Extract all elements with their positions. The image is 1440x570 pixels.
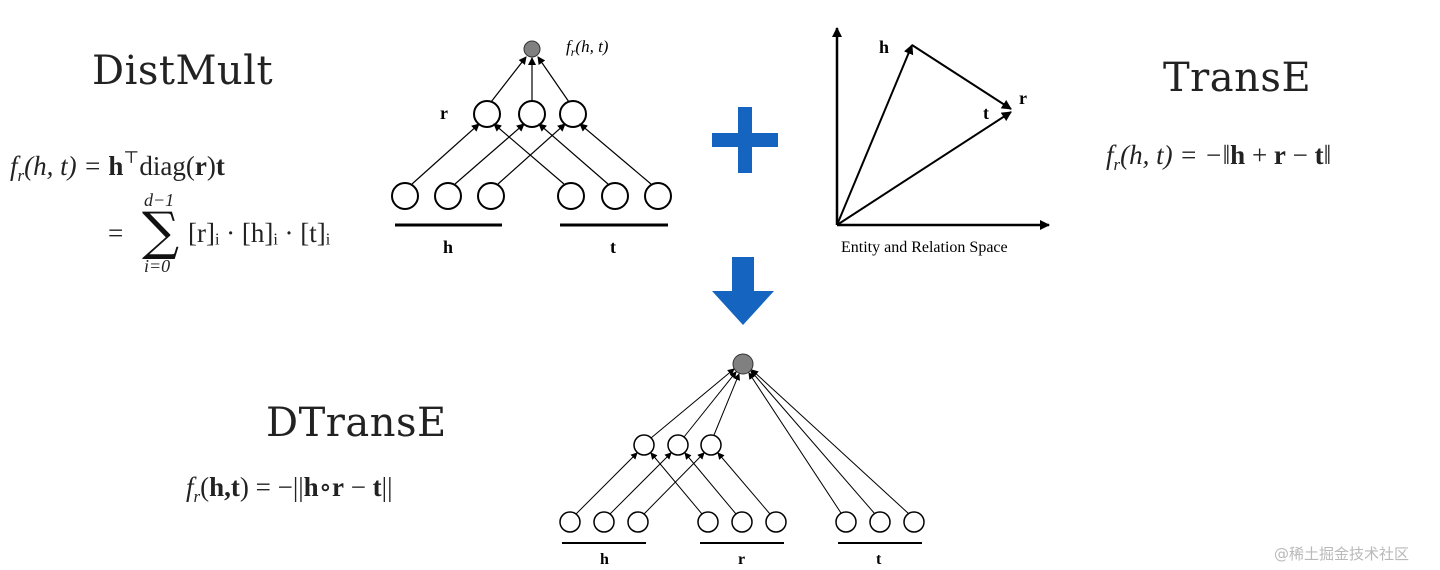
dtranse-network: h r t xyxy=(559,353,925,568)
t-input-node xyxy=(557,182,585,210)
sum-symbol: ∑ xyxy=(142,202,180,262)
formula-t: t xyxy=(215,151,225,181)
vector-h-label: h xyxy=(879,37,889,57)
watermark: @稀土掘金技术社区 xyxy=(1274,545,1410,563)
dtranse-r-node xyxy=(697,511,719,533)
r-label: r xyxy=(440,103,448,123)
h-input-node xyxy=(477,182,505,210)
output-label: fr(h, t) xyxy=(566,37,609,59)
dtranse-h-label: h xyxy=(600,551,609,568)
formula-args: (h, t) = xyxy=(24,151,102,181)
formula-f: f xyxy=(10,151,18,181)
dtranse-output-node xyxy=(732,353,754,375)
dtranse-hidden-node xyxy=(700,434,722,456)
dtranse-t-node xyxy=(869,511,891,533)
dtranse-hidden-node xyxy=(667,434,689,456)
t-label: t xyxy=(610,237,616,257)
formula-diag: diag( xyxy=(139,151,195,181)
dtranse-h-node xyxy=(627,511,649,533)
vector-t-label: t xyxy=(983,103,989,123)
formula-equals: = xyxy=(108,218,124,248)
distmult-title: DistMult xyxy=(92,48,274,94)
down-arrow-icon xyxy=(712,257,774,325)
dtranse-hidden-node xyxy=(633,434,655,456)
transe-formula: fr(h, t) = −‖h + r − t‖ xyxy=(1106,140,1332,174)
r-node xyxy=(559,100,587,128)
dtranse-h-node xyxy=(593,511,615,533)
distmult-formula-line1: fr(h, t) = h⊤diag(r)t xyxy=(10,148,225,186)
h-input-node xyxy=(391,182,419,210)
t-input-node xyxy=(601,182,629,210)
dtranse-r-node xyxy=(731,511,753,533)
space-caption: Entity and Relation Space xyxy=(841,239,1008,256)
sum-upper-limit: d−1 xyxy=(144,190,175,210)
h-vector xyxy=(836,44,914,226)
formula-sub: r xyxy=(17,166,25,185)
transe-vector-space: h t r Entity and Relation Space xyxy=(832,27,1050,256)
formula-r: r xyxy=(194,151,207,181)
sum-lower-limit: i=0 xyxy=(144,256,171,276)
t-vector xyxy=(836,111,1012,226)
dtranse-formula: fr(h,t) = −||h∘r − t|| xyxy=(186,472,393,506)
h-input-node xyxy=(434,182,462,210)
distmult-formula-line2: = d−1 ∑ i=0 [r]ᵢ · [h]ᵢ · [t]ᵢ xyxy=(108,190,368,285)
dtranse-r-label: r xyxy=(738,551,745,568)
distmult-network: fr(h, t) r h t xyxy=(391,37,672,257)
sum-body: [r]ᵢ · [h]ᵢ · [t]ᵢ xyxy=(188,218,331,248)
dtranse-h-node xyxy=(559,511,581,533)
plus-icon xyxy=(712,107,778,173)
formula-transpose: ⊤ xyxy=(123,148,140,167)
h-label: h xyxy=(443,237,453,257)
dtranse-t-node xyxy=(835,511,857,533)
r-node xyxy=(518,100,546,128)
output-node xyxy=(523,40,541,58)
r-node xyxy=(473,100,501,128)
vector-r-label: r xyxy=(1019,88,1027,108)
dtranse-r-node xyxy=(765,511,787,533)
dtranse-title: DTransE xyxy=(266,400,447,446)
dtranse-t-node xyxy=(903,511,925,533)
formula-h: h xyxy=(108,151,124,181)
t-input-node xyxy=(644,182,672,210)
formula-close: ) xyxy=(206,151,216,181)
r-vector xyxy=(911,44,1012,110)
dtranse-t-label: t xyxy=(876,551,882,568)
transe-title: TransE xyxy=(1163,55,1312,101)
